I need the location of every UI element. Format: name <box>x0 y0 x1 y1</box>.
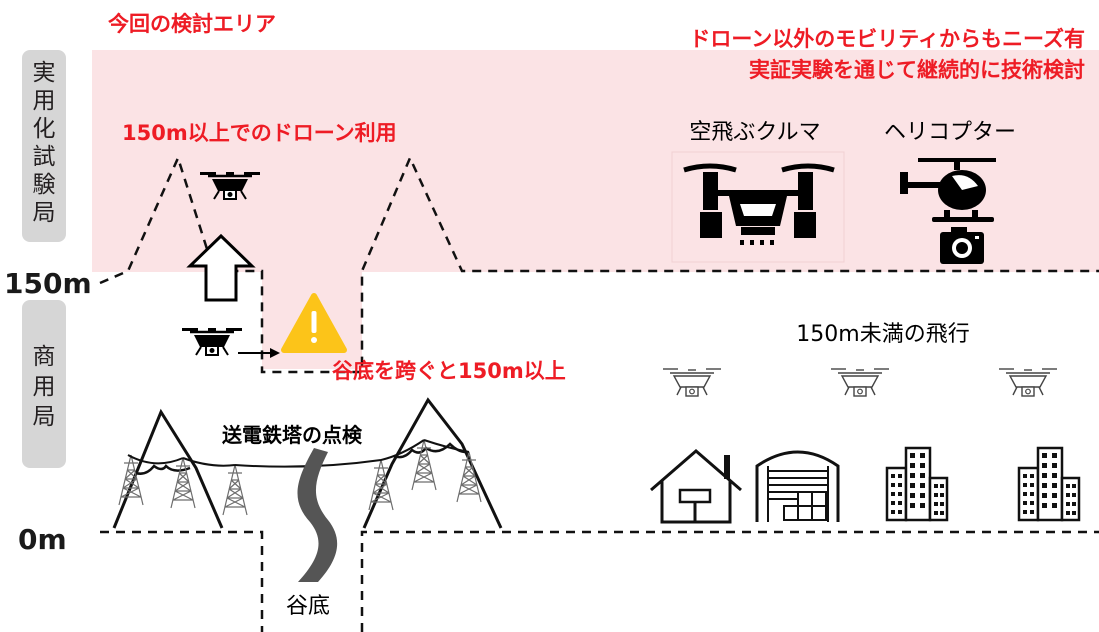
transmission-tower-icon <box>170 457 196 509</box>
transmission-tower-icon <box>411 439 437 491</box>
camera-icon <box>940 227 984 264</box>
warehouse-icon <box>755 450 840 522</box>
mountain-icon <box>362 397 503 529</box>
needs-note-line1: ドローン以外のモビリティからもニーズ有 <box>689 27 1085 51</box>
commercial-station-label: 商 用 局 <box>33 344 56 430</box>
flying-car-label: 空飛ぶクルマ <box>689 120 820 145</box>
valley-floor-label: 谷底 <box>286 594 330 619</box>
flying-car-icon <box>683 163 835 245</box>
svg-text:用: 用 <box>33 88 56 114</box>
above-150m-drone-use-label: 150m以上でのドローン利用 <box>122 121 397 145</box>
building-icon <box>885 446 949 522</box>
right-arrow-icon <box>238 348 280 358</box>
valley-crossing-label: 谷底を跨ぐと150m以上 <box>332 359 566 383</box>
transmission-tower-icon <box>222 464 248 516</box>
svg-text:局: 局 <box>33 200 56 226</box>
study-area-title: 今回の検討エリア <box>108 12 276 36</box>
limit-150m-line <box>99 154 1099 374</box>
flying-car-frame <box>671 151 845 263</box>
warning-icon <box>281 293 347 353</box>
experimental-station-label: 実 用 化 試 験 局 <box>33 60 56 226</box>
drone-icon <box>180 326 244 357</box>
house-icon <box>650 449 742 524</box>
svg-text:試: 試 <box>33 144 56 170</box>
svg-text:用: 用 <box>33 374 56 400</box>
helicopter-icon <box>900 158 996 222</box>
ground-0m-line <box>100 530 1099 632</box>
drone-icon <box>830 368 890 397</box>
altitude-150m-label: 150m <box>4 267 92 300</box>
altitude-0m-label: 0m <box>18 523 67 556</box>
svg-text:局: 局 <box>33 404 56 430</box>
needs-note-line2: 実証実験を通じて継続的に技術検討 <box>749 58 1085 82</box>
mountain-icon <box>112 408 224 529</box>
svg-text:実: 実 <box>33 60 56 86</box>
up-arrow-icon <box>186 233 256 302</box>
experimental-station-label-bg <box>22 50 66 242</box>
drone-icon <box>998 368 1058 397</box>
commercial-station-label-bg <box>22 300 66 468</box>
drone-icon <box>662 368 722 397</box>
river-icon <box>297 448 338 582</box>
under-150m-flight-label: 150m未満の飛行 <box>796 322 969 347</box>
svg-text:験: 験 <box>33 172 56 198</box>
building-icon <box>1017 446 1081 522</box>
svg-text:化: 化 <box>33 116 56 142</box>
tower-inspection-label: 送電鉄塔の点検 <box>222 423 363 447</box>
helicopter-label: ヘリコプター <box>884 120 1016 145</box>
svg-text:商: 商 <box>33 344 56 370</box>
